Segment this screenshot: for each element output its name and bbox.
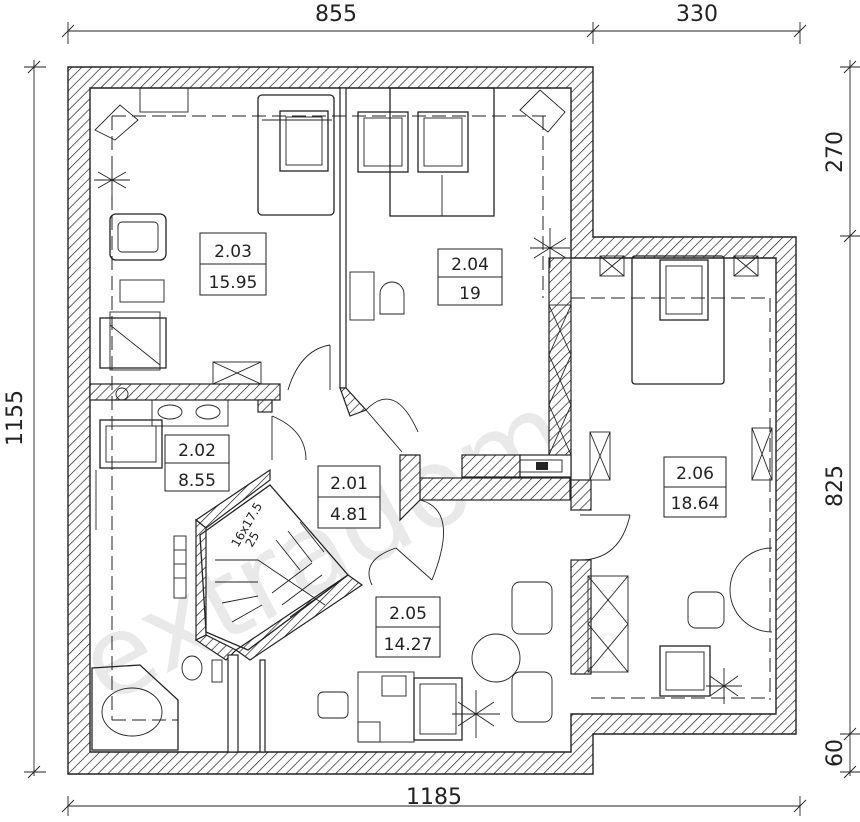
- room-area: 18.64: [671, 494, 720, 514]
- dimension-lines: [24, 22, 860, 816]
- room-number: 2.01: [330, 474, 368, 494]
- room-label-2-05: 2.05 14.27: [375, 596, 441, 658]
- room-label-2-03: 2.03 15.95: [199, 232, 267, 296]
- room-number: 2.03: [214, 242, 252, 262]
- room-label-2-02: 2.02 8.55: [164, 434, 230, 492]
- room-area: 15.95: [209, 273, 258, 293]
- dimension-bottom: 1185: [406, 785, 462, 810]
- plant-icon: [706, 668, 742, 704]
- room-number: 2.02: [178, 441, 216, 461]
- dimension-top-right: 330: [676, 2, 718, 27]
- dimension-top-left: 855: [315, 2, 357, 27]
- plant-icon: [530, 228, 570, 268]
- furniture-2-02: [91, 387, 307, 751]
- furniture-2-03: [94, 87, 335, 385]
- plant-icon: [452, 690, 500, 738]
- room-label-2-04: 2.04 19: [437, 248, 503, 306]
- room-label-2-06: 2.06 18.64: [663, 456, 727, 518]
- room-area: 19: [459, 284, 481, 304]
- room-number: 2.06: [676, 464, 714, 484]
- room-label-2-01: 2.01 4.81: [317, 465, 381, 529]
- plant-icon: [94, 164, 130, 196]
- stairs-label-tread: 25: [242, 529, 262, 549]
- dimension-right-upper: 270: [823, 131, 848, 173]
- staircase: [199, 484, 349, 651]
- room-area: 8.55: [178, 471, 216, 491]
- room-area: 14.27: [384, 635, 433, 655]
- room-number: 2.04: [451, 255, 489, 275]
- room-number: 2.05: [389, 604, 427, 624]
- furniture-2-06: [579, 255, 773, 704]
- roof-lines: [111, 115, 771, 721]
- dimension-left: 1155: [3, 390, 28, 446]
- furniture-2-05: [317, 459, 563, 743]
- exterior-walls: [67, 66, 797, 775]
- room-area: 4.81: [330, 505, 368, 525]
- dimension-right-middle: 825: [823, 465, 848, 507]
- furniture-2-04: [287, 87, 572, 456]
- dimension-right-lower: 60: [823, 739, 848, 767]
